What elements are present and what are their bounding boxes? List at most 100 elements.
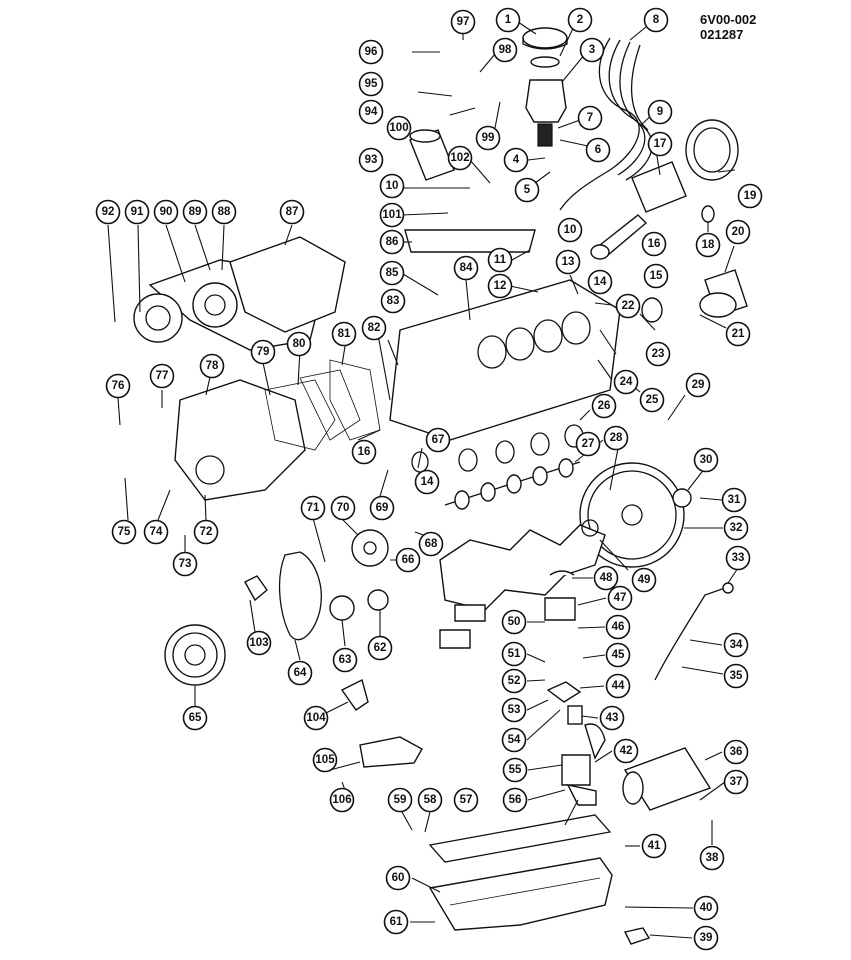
callout-61: 61 bbox=[383, 909, 409, 935]
callout-number: 14 bbox=[421, 476, 434, 488]
callout-81: 81 bbox=[331, 321, 357, 347]
callout-36: 36 bbox=[723, 739, 749, 765]
callout-93: 93 bbox=[358, 147, 384, 173]
callout-53: 53 bbox=[501, 697, 527, 723]
callout-number: 59 bbox=[394, 794, 407, 806]
drawing-date-code: 021287 bbox=[700, 27, 744, 42]
callout-40: 40 bbox=[693, 895, 719, 921]
callout-number: 34 bbox=[730, 639, 743, 651]
callout-number: 10 bbox=[564, 224, 577, 236]
callout-75: 75 bbox=[111, 519, 137, 545]
callout-14b: 14 bbox=[414, 469, 440, 495]
callout-number: 32 bbox=[730, 522, 743, 534]
callout-101: 101 bbox=[379, 202, 405, 228]
callout-number: 102 bbox=[450, 152, 469, 164]
callout-number: 75 bbox=[118, 526, 131, 538]
callout-number: 5 bbox=[524, 184, 531, 196]
callout-number: 41 bbox=[648, 840, 661, 852]
callout-number: 84 bbox=[460, 262, 473, 274]
callout-number: 48 bbox=[600, 572, 613, 584]
crankshaft bbox=[439, 524, 606, 611]
callout-number: 94 bbox=[365, 106, 378, 118]
callout-number: 54 bbox=[508, 734, 521, 746]
callout-number: 17 bbox=[654, 138, 667, 150]
callout-26: 26 bbox=[591, 393, 617, 419]
callout-number: 26 bbox=[598, 400, 611, 412]
callout-90: 90 bbox=[153, 199, 179, 225]
callout-84: 84 bbox=[453, 255, 479, 281]
oil-drain-plug bbox=[623, 927, 651, 945]
callout-104: 104 bbox=[303, 705, 329, 731]
bracket-105 bbox=[359, 736, 423, 768]
callout-33: 33 bbox=[725, 545, 751, 571]
callout-37: 37 bbox=[723, 769, 749, 795]
callout-28: 28 bbox=[603, 425, 629, 451]
callout-102: 102 bbox=[447, 145, 473, 171]
crankshaft-sprocket bbox=[367, 589, 389, 611]
callout-11: 11 bbox=[487, 247, 513, 273]
callout-45: 45 bbox=[605, 642, 631, 668]
callout-number: 67 bbox=[432, 434, 445, 446]
callout-number: 87 bbox=[286, 206, 299, 218]
callout-103: 103 bbox=[246, 630, 272, 656]
timing-cover-upper bbox=[229, 236, 346, 333]
callout-number: 47 bbox=[614, 592, 627, 604]
callout-number: 62 bbox=[374, 642, 387, 654]
callout-49: 49 bbox=[631, 567, 657, 593]
callout-92: 92 bbox=[95, 199, 121, 225]
callout-15: 15 bbox=[643, 263, 669, 289]
callout-31: 31 bbox=[721, 487, 747, 513]
callout-23: 23 bbox=[645, 341, 671, 367]
callout-number: 1 bbox=[505, 14, 512, 26]
callout-number: 96 bbox=[365, 46, 378, 58]
callout-85: 85 bbox=[379, 260, 405, 286]
callout-number: 85 bbox=[386, 267, 399, 279]
callout-number: 22 bbox=[622, 300, 635, 312]
callout-12: 12 bbox=[487, 273, 513, 299]
callout-number: 80 bbox=[293, 338, 306, 350]
engine-parts-illustration bbox=[133, 27, 748, 945]
callout-number: 21 bbox=[732, 328, 745, 340]
callout-24: 24 bbox=[613, 369, 639, 395]
callout-number: 100 bbox=[389, 122, 408, 134]
callout-number: 42 bbox=[620, 745, 633, 757]
callout-number: 103 bbox=[249, 637, 268, 649]
callout-number: 105 bbox=[315, 754, 335, 766]
callout-41: 41 bbox=[641, 833, 667, 859]
distributor-cap bbox=[522, 27, 568, 49]
callout-100: 100 bbox=[386, 115, 412, 141]
callout-39: 39 bbox=[693, 925, 719, 951]
callout-number: 49 bbox=[638, 574, 651, 586]
callout-number: 24 bbox=[620, 376, 633, 388]
callout-8: 8 bbox=[643, 7, 669, 33]
callout-number: 57 bbox=[460, 794, 473, 806]
callout-number: 43 bbox=[606, 712, 619, 724]
callout-number: 91 bbox=[131, 206, 144, 218]
callout-number: 13 bbox=[562, 256, 575, 268]
callout-number: 7 bbox=[587, 112, 593, 124]
callout-number: 66 bbox=[402, 554, 415, 566]
callout-number: 104 bbox=[306, 712, 326, 724]
drawing-number: 6V00-002 bbox=[700, 12, 757, 27]
callout-number: 39 bbox=[700, 932, 713, 944]
callout-22: 22 bbox=[615, 293, 641, 319]
callout-number: 88 bbox=[218, 206, 231, 218]
callout-number: 74 bbox=[150, 526, 163, 538]
callout-65: 65 bbox=[182, 705, 208, 731]
callout-number: 6 bbox=[595, 144, 601, 156]
callout-number: 25 bbox=[646, 394, 659, 406]
callout-96: 96 bbox=[358, 39, 384, 65]
callout-29: 29 bbox=[685, 372, 711, 398]
callout-55: 55 bbox=[502, 757, 528, 783]
callout-number: 106 bbox=[332, 794, 351, 806]
callout-number: 29 bbox=[692, 379, 705, 391]
callout-60: 60 bbox=[385, 865, 411, 891]
callout-58: 58 bbox=[417, 787, 443, 813]
flywheel bbox=[579, 462, 685, 568]
callout-86: 86 bbox=[379, 229, 405, 255]
callout-78: 78 bbox=[199, 353, 225, 379]
oil-pan-gasket bbox=[428, 814, 612, 863]
callout-number: 63 bbox=[339, 654, 352, 666]
callout-number: 77 bbox=[156, 370, 169, 382]
callout-82: 82 bbox=[361, 315, 387, 341]
